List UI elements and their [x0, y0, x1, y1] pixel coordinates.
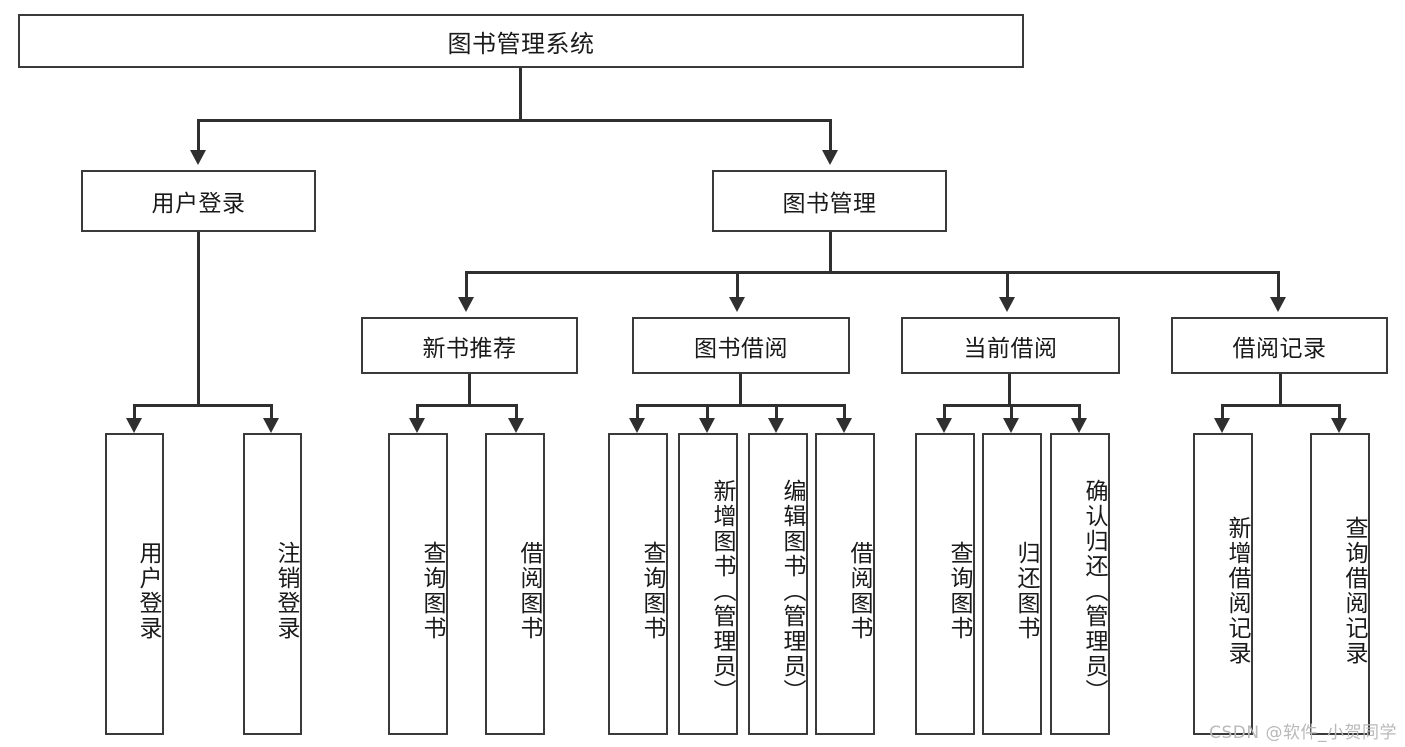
- leaf-borrow-book-recommend[interactable]: 借阅图书: [485, 433, 545, 735]
- node-new-book-recommend[interactable]: 新书推荐: [361, 317, 578, 374]
- leaf-edit-book-admin[interactable]: 编辑图书（管理员）: [748, 433, 808, 735]
- edge-bb-to-leaf-3: [775, 404, 778, 418]
- edge-cb-to-leaf-1: [943, 404, 946, 418]
- leaf-add-borrow-record[interactable]: 新增借阅记录: [1193, 433, 1253, 735]
- node-label: 借阅记录: [1232, 335, 1327, 362]
- edge-new-book-recommend-stem: [468, 374, 471, 405]
- arrow-to-book-borrow: [729, 297, 745, 312]
- node-label: 编辑图书（管理员）: [779, 478, 805, 704]
- node-book-borrow[interactable]: 图书借阅: [632, 317, 850, 374]
- edge-user-login-bus: [133, 404, 272, 407]
- edge-nbr-to-leaf-1: [416, 404, 419, 418]
- leaf-return-book[interactable]: 归还图书: [982, 433, 1042, 735]
- arrow-nbr-to-leaf-2: [508, 418, 524, 433]
- node-label: 确认归还（管理员）: [1081, 478, 1107, 704]
- node-label: 借阅图书: [516, 541, 542, 641]
- leaf-add-book-admin[interactable]: 新增图书（管理员）: [678, 433, 738, 735]
- arrow-to-new-book-recommend: [458, 297, 474, 312]
- edge-to-new-book-recommend: [465, 271, 468, 297]
- edge-book-borrow-bus: [636, 404, 844, 407]
- edge-borrow-record-stem: [1279, 374, 1282, 405]
- node-label: 新增借阅记录: [1224, 516, 1250, 666]
- node-label: 用户登录: [135, 541, 161, 641]
- edge-user-login-to-leaf-1: [133, 404, 136, 418]
- leaf-query-book-borrow[interactable]: 查询图书: [608, 433, 668, 735]
- node-label: 查询图书: [419, 541, 445, 641]
- arrow-br-to-leaf-1: [1214, 418, 1230, 433]
- edge-bb-to-leaf-1: [636, 404, 639, 418]
- arrow-br-to-leaf-2: [1331, 418, 1347, 433]
- edge-new-book-recommend-bus: [416, 404, 518, 407]
- edge-to-book-borrow: [736, 271, 739, 297]
- edge-borrow-record-bus: [1221, 404, 1338, 407]
- node-label: 当前借阅: [963, 335, 1058, 362]
- arrow-to-current-borrow: [999, 297, 1015, 312]
- leaf-borrow-book[interactable]: 借阅图书: [815, 433, 875, 735]
- node-borrow-record[interactable]: 借阅记录: [1171, 317, 1388, 374]
- arrow-user-login-to-leaf-1: [126, 418, 142, 433]
- arrow-bb-to-leaf-2: [699, 418, 715, 433]
- leaf-logout[interactable]: 注销登录: [243, 433, 302, 735]
- arrow-bb-to-leaf-4: [836, 418, 852, 433]
- node-current-borrow[interactable]: 当前借阅: [901, 317, 1120, 374]
- edge-book-borrow-stem: [739, 374, 742, 405]
- edge-br-to-leaf-1: [1221, 404, 1224, 418]
- edge-user-login-stem: [197, 232, 200, 405]
- node-label: 用户登录: [151, 191, 246, 217]
- edge-level2-bus: [197, 119, 832, 122]
- edge-nbr-to-leaf-2: [515, 404, 518, 418]
- leaf-query-book-current[interactable]: 查询图书: [915, 433, 975, 735]
- edge-bb-to-leaf-2: [706, 404, 709, 418]
- edge-to-borrow-record: [1277, 271, 1280, 297]
- edge-root-stem: [519, 68, 522, 120]
- node-label: 新增图书（管理员）: [709, 478, 735, 704]
- arrow-cb-to-leaf-3: [1071, 418, 1087, 433]
- leaf-query-borrow-record[interactable]: 查询借阅记录: [1310, 433, 1370, 735]
- edge-to-book-management: [829, 119, 832, 150]
- node-label: 注销登录: [273, 541, 299, 641]
- leaf-confirm-return-admin[interactable]: 确认归还（管理员）: [1050, 433, 1110, 735]
- node-label: 借阅图书: [846, 541, 872, 641]
- edge-current-borrow-stem: [1008, 374, 1011, 405]
- edge-bb-to-leaf-4: [843, 404, 846, 418]
- node-label: 图书借阅: [694, 335, 788, 362]
- arrow-cb-to-leaf-2: [1003, 418, 1019, 433]
- node-label: 查询借阅记录: [1341, 516, 1367, 666]
- edge-to-current-borrow: [1006, 271, 1009, 297]
- edge-to-user-login: [197, 119, 200, 150]
- arrow-nbr-to-leaf-1: [409, 418, 425, 433]
- node-label: 图书管理系统: [447, 29, 595, 58]
- arrow-to-borrow-record: [1270, 297, 1286, 312]
- arrow-to-user-login: [190, 150, 206, 165]
- arrow-to-book-management: [822, 150, 838, 165]
- node-user-login[interactable]: 用户登录: [81, 170, 316, 232]
- node-book-management[interactable]: 图书管理: [712, 170, 947, 232]
- node-label: 新书推荐: [422, 335, 517, 362]
- edge-cb-to-leaf-3: [1078, 404, 1081, 418]
- leaf-user-login[interactable]: 用户登录: [105, 433, 164, 735]
- csdn-watermark: CSDN @软件_小贺同学: [1209, 723, 1397, 743]
- arrow-user-login-to-leaf-2: [263, 418, 279, 433]
- edge-user-login-to-leaf-2: [270, 404, 273, 418]
- edge-br-to-leaf-2: [1338, 404, 1341, 418]
- leaf-query-book-recommend[interactable]: 查询图书: [388, 433, 448, 735]
- edge-book-management-stem: [829, 232, 832, 272]
- node-label: 查询图书: [639, 541, 665, 641]
- node-root-library-management-system[interactable]: 图书管理系统: [18, 14, 1024, 68]
- node-label: 归还图书: [1013, 541, 1039, 641]
- edge-level3-bus: [465, 271, 1279, 274]
- arrow-cb-to-leaf-1: [936, 418, 952, 433]
- node-label: 图书管理: [782, 191, 877, 217]
- arrow-bb-to-leaf-1: [629, 418, 645, 433]
- edge-cb-to-leaf-2: [1010, 404, 1013, 418]
- node-label: 查询图书: [946, 541, 972, 641]
- arrow-bb-to-leaf-3: [768, 418, 784, 433]
